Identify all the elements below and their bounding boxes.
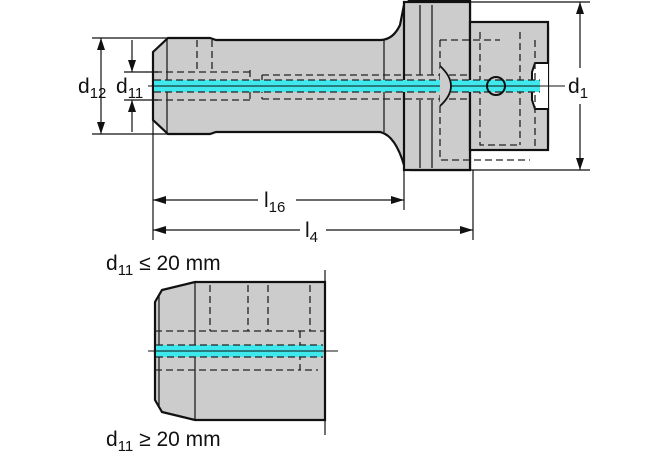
detail-view <box>148 270 338 435</box>
cross-hole <box>486 76 506 96</box>
dimension-lines <box>92 1 590 240</box>
label-d11: d11 <box>116 75 143 102</box>
label-d12: d12 <box>78 75 106 102</box>
label-l16: l16 <box>264 189 285 216</box>
clamping-ball <box>439 65 452 107</box>
main-view <box>148 0 565 172</box>
flange-groove <box>419 5 433 168</box>
caption-d11-ge-20: d11 ≥ 20 mm <box>106 428 221 455</box>
label-d1: d1 <box>568 75 588 102</box>
label-l4: l4 <box>305 219 318 246</box>
caption-d11-le-20: d11 ≤ 20 mm <box>106 252 221 279</box>
